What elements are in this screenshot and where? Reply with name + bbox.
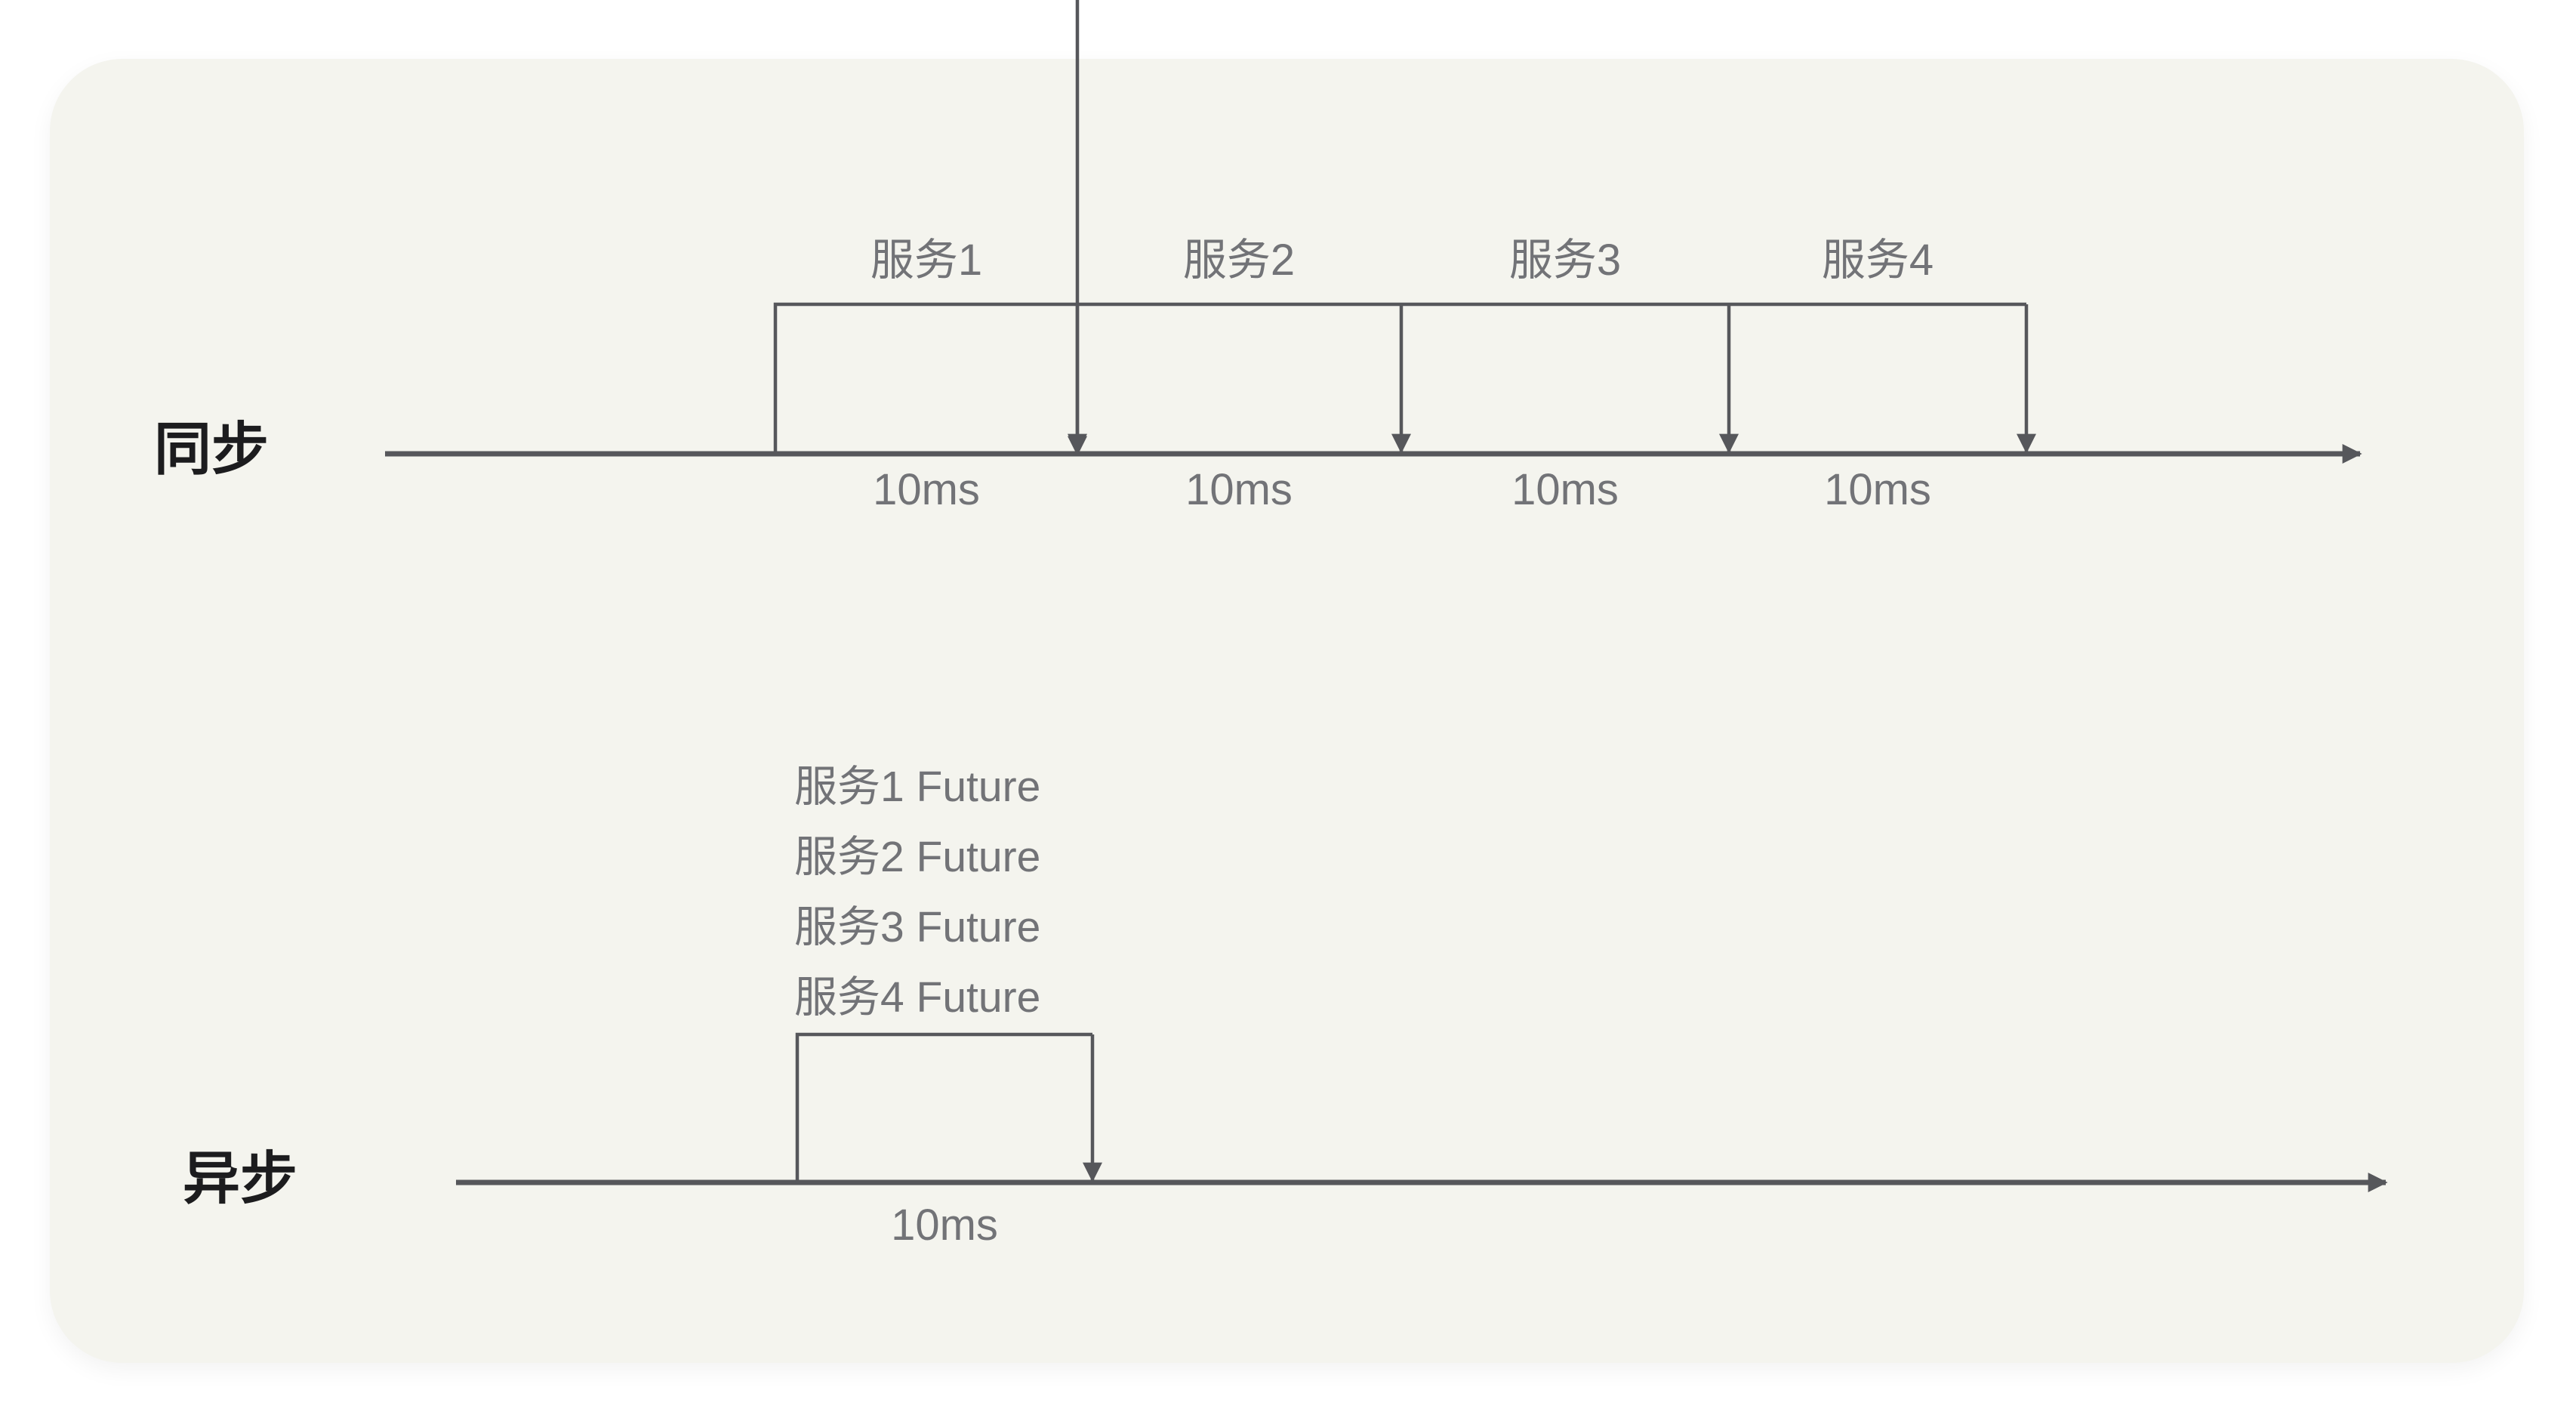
- sync-service3-duration: 10ms: [1511, 465, 1619, 514]
- async-future4-label: 服务4 Future: [794, 973, 1041, 1022]
- sync-bracket: [773, 302, 2026, 452]
- async-section-label: 异步: [183, 1147, 297, 1211]
- sync-timeline-group: [385, 0, 2362, 464]
- sync-service3-label: 服务3: [1508, 236, 1622, 285]
- sync-service2-label: 服务2: [1182, 236, 1296, 285]
- async-timeline-group: [456, 1032, 2388, 1192]
- sync-service1-duration: 10ms: [873, 465, 980, 514]
- async-duration: 10ms: [891, 1201, 998, 1250]
- async-futures-list: 服务1 Future 服务2 Future 服务3 Future 服务4 Fut…: [794, 752, 1040, 1033]
- sync-service4-label: 服务4: [1821, 236, 1934, 285]
- async-future1-label: 服务1 Future: [794, 763, 1041, 811]
- async-future2-label: 服务2 Future: [794, 833, 1041, 881]
- sync-service2-duration: 10ms: [1185, 465, 1293, 514]
- async-future3-label: 服务3 Future: [794, 903, 1041, 951]
- diagram-card: [50, 59, 2524, 1363]
- sync-service1-label: 服务1: [870, 236, 983, 285]
- sync-section-label: 同步: [154, 418, 269, 482]
- async-bracket: [795, 1032, 1092, 1181]
- sync-service4-duration: 10ms: [1824, 465, 1931, 514]
